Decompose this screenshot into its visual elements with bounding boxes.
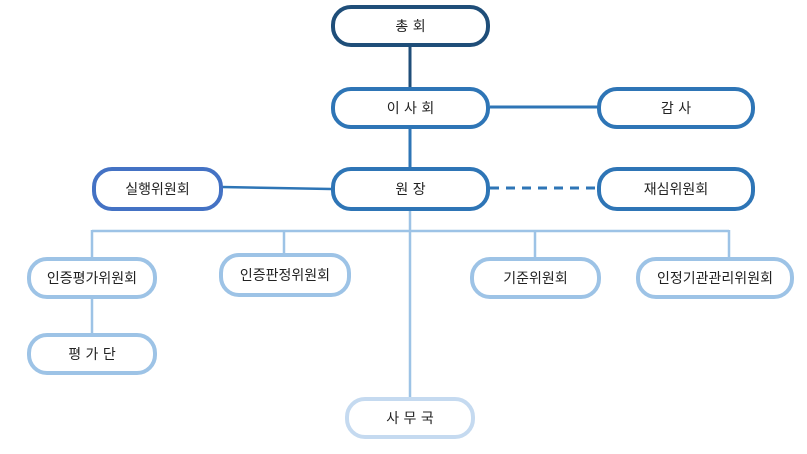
node-secretariat: 사 무 국 [345,397,475,439]
node-label: 인증판정위원회 [239,268,331,284]
node-label: 재심위원회 [643,182,709,198]
node-executive-committee: 실행위원회 [92,167,223,211]
node-label: 이 사 회 [386,101,435,117]
node-cert-eval-committee: 인증평가위원회 [27,257,157,299]
node-eval-team: 평 가 단 [27,333,157,375]
node-president: 원 장 [331,167,490,211]
node-standards-committee: 기준위원회 [470,257,601,299]
node-label: 인증평가위원회 [46,271,138,287]
node-board: 이 사 회 [331,87,490,129]
node-label: 총 회 [395,19,426,35]
node-label: 인정기관관리위원회 [657,271,773,287]
node-review-committee: 재심위원회 [597,167,755,211]
connector-president-exec [221,185,332,191]
node-label: 기준위원회 [503,271,568,287]
node-label: 평 가 단 [68,347,116,363]
node-label: 사 무 국 [386,411,434,427]
node-agency-mgmt-committee: 인정기관관리위원회 [636,257,794,299]
node-label: 감 사 [660,101,692,117]
node-label: 원 장 [395,182,426,198]
node-cert-decision-committee: 인증판정위원회 [219,253,351,297]
node-label: 실행위원회 [125,182,190,198]
node-general-assembly: 총 회 [331,5,490,47]
node-auditor: 감 사 [597,87,755,129]
